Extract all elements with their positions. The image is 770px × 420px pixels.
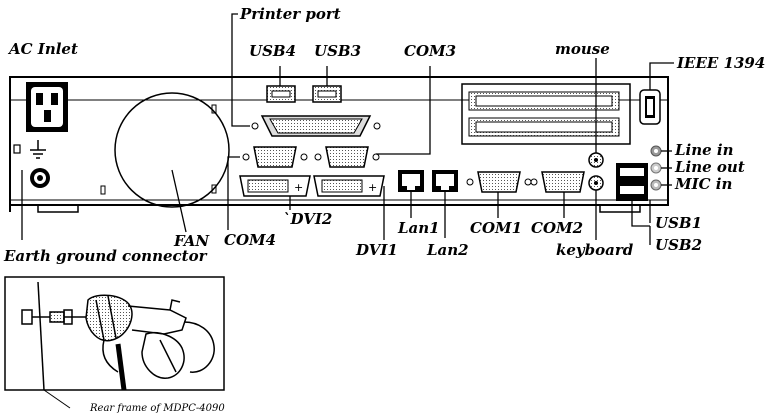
leader-lines xyxy=(21,13,674,245)
label-com3: COM3 xyxy=(404,42,457,60)
fan-grill xyxy=(114,92,230,208)
com3-connector xyxy=(314,146,380,168)
label-lan2: Lan2 xyxy=(427,241,469,259)
label-mouse: mouse xyxy=(555,40,610,58)
usb4-port xyxy=(266,85,296,103)
lan2-port xyxy=(432,170,458,192)
ac-inlet-socket xyxy=(26,82,68,132)
label-printer-port: Printer port xyxy=(240,5,341,23)
label-earth-ground: Earth ground connector xyxy=(4,247,207,265)
earth-ground-symbol xyxy=(30,140,46,159)
svg-text:+: + xyxy=(294,181,303,194)
ieee1394-port xyxy=(639,89,661,125)
screwdriver-hand-icon xyxy=(85,294,215,391)
label-fan: FAN xyxy=(174,232,210,250)
label-keyboard: keyboard xyxy=(556,241,634,259)
lan1-port xyxy=(398,170,424,192)
mouse-ps2-port xyxy=(588,152,604,168)
dvi1-connector: + xyxy=(313,175,385,197)
audio-jacks xyxy=(650,145,662,191)
label-dvi1: DVI1 xyxy=(356,241,398,259)
label-com4: COM4 xyxy=(224,231,277,249)
label-usb1: USB1 xyxy=(655,214,703,232)
usb1-usb2-stack xyxy=(616,163,648,201)
keyboard-ps2-port xyxy=(588,175,604,191)
label-usb3: USB3 xyxy=(314,42,362,60)
label-rear-frame: Rear frame of MDPC-4090 xyxy=(90,403,225,414)
label-usb2: USB2 xyxy=(655,236,703,254)
printer-port-connector xyxy=(251,115,381,137)
label-line-in: Line in xyxy=(675,141,734,159)
label-usb4: USB4 xyxy=(249,42,297,60)
label-com2: COM2 xyxy=(531,219,584,237)
earth-ground-screw xyxy=(30,168,50,188)
label-mic-in: MIC in xyxy=(675,175,733,193)
label-com1: COM1 xyxy=(470,219,523,237)
label-line-out: Line out xyxy=(675,158,745,176)
earth-screw-detail xyxy=(21,309,90,325)
com2-connector xyxy=(530,171,596,193)
label-dvi2: `DVI2 xyxy=(283,210,333,228)
com1-connector xyxy=(466,171,532,193)
label-ac-inlet: AC Inlet xyxy=(9,40,78,58)
com4-connector xyxy=(242,146,308,168)
usb3-port xyxy=(312,85,342,103)
dvi2-connector: + xyxy=(239,175,311,197)
label-ieee1394: IEEE 1394 xyxy=(677,54,766,72)
label-lan1: Lan1 xyxy=(398,219,440,237)
expansion-slots xyxy=(461,83,631,145)
svg-text:+: + xyxy=(368,181,377,194)
